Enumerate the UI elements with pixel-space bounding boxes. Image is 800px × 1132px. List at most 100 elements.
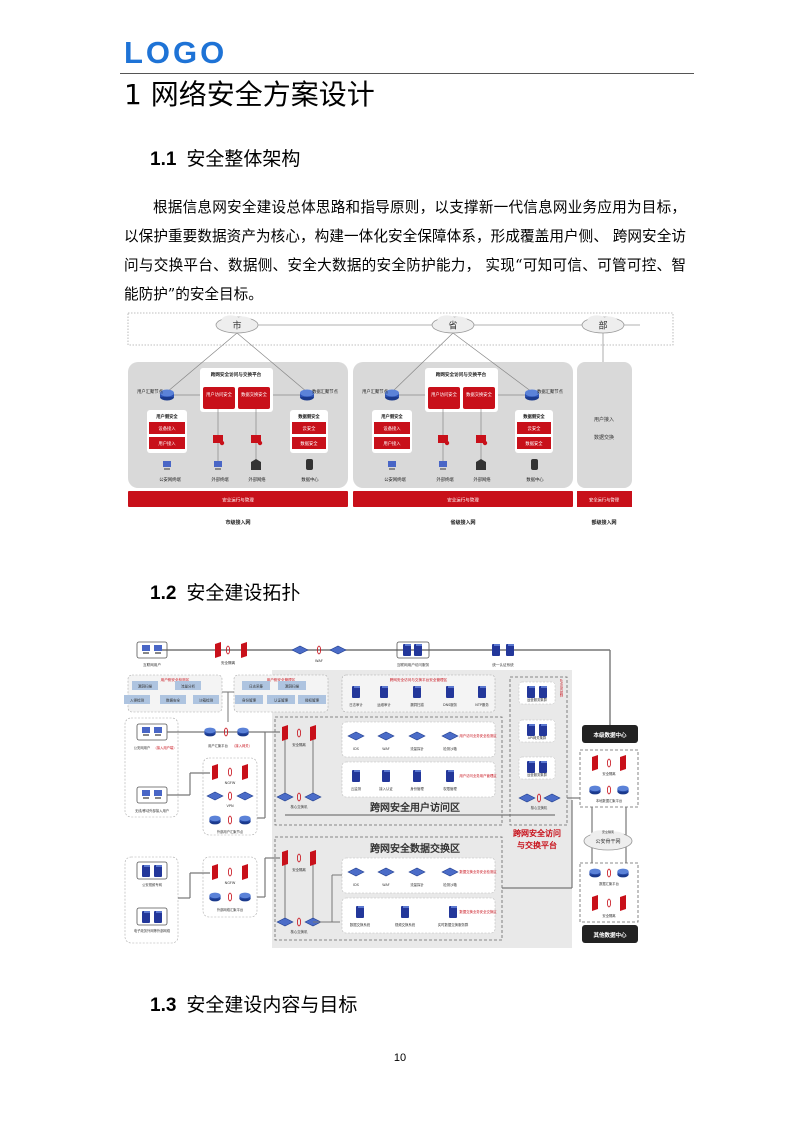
label: 沙箱检测 [199, 698, 213, 703]
firewall-icon [242, 764, 248, 780]
server-top [480, 686, 486, 688]
server-body [446, 770, 454, 782]
data-exchange-security-box [238, 387, 270, 409]
cloud-bump [450, 316, 468, 326]
switch-shape [236, 791, 254, 801]
server-top [156, 865, 162, 867]
server-body [478, 686, 486, 698]
label: 运营服务集群 [527, 772, 547, 777]
connector-line [391, 332, 454, 393]
cloud-security-box [292, 422, 326, 434]
keyboard [155, 797, 161, 799]
label: 检测沙箱 [443, 882, 457, 887]
database-icon [531, 459, 538, 470]
router-icon [160, 389, 174, 401]
label: 接入认证 [379, 786, 393, 791]
server-body [403, 644, 411, 656]
firewall-wall [213, 435, 223, 443]
data-gateway-zone [579, 862, 639, 923]
switch-shape [291, 645, 309, 655]
server-icon [154, 865, 162, 877]
server-icon [527, 686, 535, 698]
server-top [529, 724, 535, 726]
label: 公安网终端 [384, 476, 406, 483]
label: 外部网络 [248, 476, 266, 483]
label: WAF [382, 883, 389, 887]
link-ring [606, 758, 611, 768]
label: 安全隔离 [602, 913, 616, 918]
firewall-icon [592, 755, 598, 771]
router-top [209, 815, 221, 822]
switch-icon [441, 731, 459, 741]
label: 数据交换系统 [350, 922, 371, 927]
router-icon [617, 868, 629, 878]
router-top [589, 868, 601, 875]
label: 用户侧安全 [155, 413, 178, 420]
item-box [298, 695, 326, 704]
cloud-icon [583, 830, 633, 851]
server-top [403, 906, 409, 908]
label: 数据汇聚节点 [312, 388, 338, 395]
server-icon [382, 770, 390, 782]
label: 检测沙箱 [443, 746, 457, 751]
user-access-box [149, 437, 185, 449]
server-body [356, 906, 364, 918]
router-top [589, 785, 601, 792]
switch-shape [206, 791, 224, 801]
user-access-box [374, 437, 410, 449]
label: 视频交换系统 [395, 922, 416, 927]
device-access-box [374, 422, 410, 434]
link-ring [228, 892, 233, 902]
label: 安全运行与管理 [447, 497, 479, 504]
label: 数据交换业务安全交换区 [459, 909, 497, 914]
firewall-flame [257, 440, 263, 446]
label: 用户接入 [594, 416, 614, 423]
provincial-panel: 跨网安全访问与交换平台用户访问安全数据交换安全用户汇聚节点数据汇聚节点用户侧安全… [353, 332, 573, 526]
cloud-bump [437, 315, 456, 325]
label: 数据交换业务安全检测区 [459, 869, 497, 874]
label: 流量分析 [181, 684, 195, 689]
firewall-flame [219, 440, 225, 446]
label: 用户侧安全管理区 [267, 677, 296, 682]
link-ring [224, 727, 229, 737]
label: 认证管理 [274, 698, 288, 703]
label: WAF [315, 659, 323, 663]
server-top [448, 686, 454, 688]
label: 核心交换机 [291, 929, 309, 934]
wan-dashed-border [127, 312, 674, 346]
switch-shape [441, 867, 459, 877]
switch-shape [347, 867, 365, 877]
keyboard [440, 468, 446, 470]
database-icon [306, 459, 313, 470]
router-icon [589, 868, 601, 878]
router-icon [589, 785, 601, 795]
label: NGFW [225, 781, 236, 785]
label: 数据安全 [300, 440, 318, 447]
item-box [235, 695, 263, 704]
label: 授权管理 [305, 698, 319, 703]
computer-icon [154, 790, 162, 799]
server-body [154, 865, 162, 877]
switch-icon [329, 645, 347, 655]
firewall-icon [310, 850, 316, 866]
monitor [154, 645, 162, 651]
firewall-shape [215, 642, 221, 658]
connector-line [452, 332, 533, 393]
local-dc-box [582, 725, 638, 743]
label: （接入网关） [232, 743, 252, 748]
firewall-wall [476, 435, 486, 443]
cloud-bump [221, 315, 240, 325]
server-top [416, 644, 422, 646]
bank-icon [476, 459, 486, 470]
monitor [163, 461, 171, 467]
keyboard [143, 652, 149, 654]
router-top [525, 389, 539, 397]
firewall-icon [620, 755, 626, 771]
server-top [354, 770, 360, 772]
label: 设备接入 [383, 425, 401, 432]
firewall-icon [476, 435, 488, 446]
link-ring [296, 917, 301, 927]
label: 市级接入网 [225, 519, 250, 526]
keyboard [215, 468, 221, 470]
